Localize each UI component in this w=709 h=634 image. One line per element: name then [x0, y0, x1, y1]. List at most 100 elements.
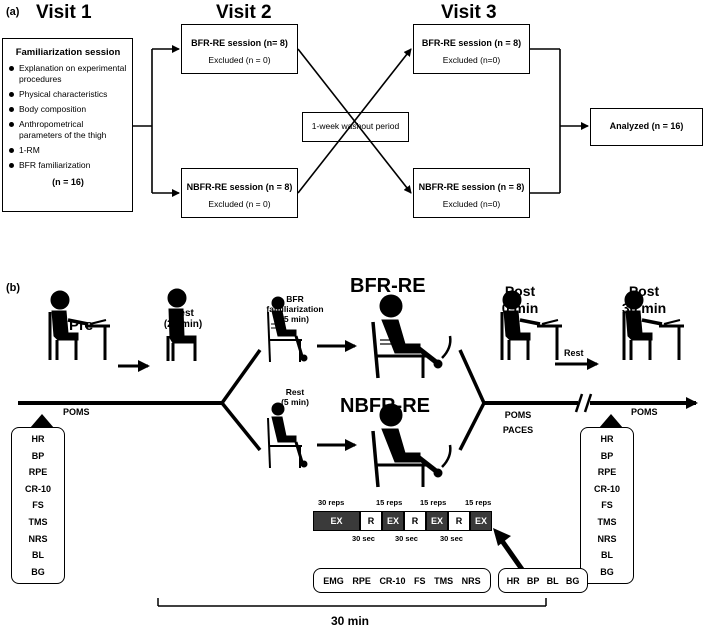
- post-0-label: Post 0 min: [490, 283, 550, 317]
- end-measure-item: HR: [506, 575, 520, 586]
- v2-nbfr-excluded: Excluded (n = 0): [208, 199, 271, 209]
- post30-person-icon: [622, 290, 684, 360]
- pre-measure-item: BL: [32, 550, 44, 561]
- rest-20-line1: Rest: [172, 308, 194, 319]
- reps-label: 30 reps: [318, 498, 345, 507]
- end-measure-item: BL: [546, 575, 559, 586]
- v2-bfr-excluded: Excluded (n = 0): [208, 55, 271, 65]
- rest-segment: R: [360, 511, 382, 531]
- rest-segment: R: [404, 511, 426, 531]
- analyzed-box: Analyzed (n = 16): [590, 108, 703, 146]
- pre-measure-item: TMS: [28, 516, 48, 527]
- washout-label: 1-week washout period: [311, 121, 400, 131]
- v2-nbfr-title: NBFR-RE session (n = 8): [186, 182, 293, 192]
- v2-bfr-title: BFR-RE session (n= 8): [191, 38, 288, 48]
- duration-label: 30 min: [330, 614, 369, 628]
- pre-measure-item: HR: [31, 434, 45, 444]
- post30-measure-item: TMS: [597, 516, 617, 527]
- exercise-segment: EX: [382, 511, 404, 531]
- bfr-familiarization-icon: [267, 296, 308, 363]
- panel-b-label: (b): [6, 282, 21, 294]
- rest-chair-icon: [267, 402, 308, 469]
- post30-measure-item: RPE: [597, 467, 617, 478]
- panel-a-connectors: [133, 45, 589, 197]
- post30-measure-item: NRS: [597, 533, 617, 544]
- post30-measure-item: FS: [601, 500, 613, 511]
- post0-measures: POMS PACES: [494, 408, 542, 438]
- bfr-fam-line2: familiarization: [266, 304, 324, 314]
- during-measure-item: EMG: [323, 575, 344, 586]
- nbfr-title: NBFR-RE: [340, 395, 430, 417]
- pre-person-icon: [48, 290, 110, 360]
- v2-bfr-box: BFR-RE session (n= 8) Excluded (n = 0): [181, 24, 298, 74]
- visit-2-heading: Visit 2: [216, 2, 272, 23]
- familiarization-item: Physical characteristics: [9, 89, 127, 100]
- post30-measures-box: HR BP RPE CR-10 FS TMS NRS BL BG: [580, 427, 634, 584]
- end-measures-box: HR BP BL BG: [498, 568, 588, 593]
- washout-box: 1-week washout period: [302, 112, 409, 142]
- exercise-segment: EX: [470, 511, 492, 531]
- bfr-fam-line1: BFR: [286, 294, 304, 304]
- during-measure-item: FS: [414, 575, 426, 586]
- v3-bfr-box: BFR-RE session (n = 8) Excluded (n=0): [413, 24, 530, 74]
- during-measures-box: EMG RPE CR-10 FS TMS NRS: [313, 568, 491, 593]
- post-30-line1: Post: [628, 283, 660, 299]
- bfr-title: BFR-RE: [350, 275, 426, 297]
- protocol-bar: EX R EX R EX R EX: [313, 511, 492, 531]
- post30-measure-item: BL: [601, 550, 613, 561]
- visit-3-heading: Visit 3: [441, 2, 497, 23]
- familiarization-item: Body composition: [9, 104, 127, 115]
- during-measure-item: CR-10: [379, 575, 406, 586]
- rest-5-label: Rest (5 min): [270, 387, 320, 407]
- rest-person-icon: [166, 288, 197, 361]
- exercise-segment: EX: [313, 511, 360, 531]
- post-0-line2: 0 min: [501, 300, 539, 316]
- post-30-line2: 30 min: [621, 300, 667, 316]
- panel-a-label: (a): [6, 6, 20, 18]
- familiarization-item: Explanation on experimental procedures: [9, 63, 127, 85]
- pre-label: Pre: [69, 317, 94, 334]
- rest-time-label: 30 sec: [440, 534, 463, 543]
- post-30-label: Post 30 min: [612, 283, 676, 317]
- rest-20-line2: (20 min): [163, 319, 203, 330]
- rest-arrow-label: Rest: [564, 348, 584, 358]
- familiarization-title: Familiarization session: [15, 47, 121, 58]
- exercise-segment: EX: [426, 511, 448, 531]
- v3-nbfr-excluded: Excluded (n=0): [442, 199, 501, 209]
- post0-person-icon: [500, 290, 562, 360]
- familiarization-item: 1-RM: [9, 145, 127, 156]
- post30-measure-item: BP: [600, 450, 614, 461]
- rest-segment: R: [448, 511, 470, 531]
- familiarization-n: (n = 16): [52, 177, 84, 187]
- bfr-fam-line3: (5 min): [281, 314, 309, 324]
- v3-bfr-title: BFR-RE session (n = 8): [421, 38, 522, 48]
- end-measure-item: BG: [565, 575, 580, 586]
- reps-label: 15 reps: [465, 498, 492, 507]
- post-0-line1: Post: [504, 283, 536, 299]
- visit-1-heading: Visit 1: [36, 2, 92, 23]
- during-measure-item: TMS: [434, 575, 454, 586]
- bfr-familiarization-label: BFR familiarization (5 min): [260, 294, 330, 324]
- analyzed-label: Analyzed (n = 16): [609, 121, 684, 131]
- rest-time-label: 30 sec: [352, 534, 375, 543]
- end-measure-item: BP: [526, 575, 540, 586]
- rest-5-line2: (5 min): [281, 397, 309, 407]
- post30-measure-item: CR-10: [593, 483, 620, 494]
- reps-label: 15 reps: [376, 498, 403, 507]
- v2-nbfr-box: NBFR-RE session (n = 8) Excluded (n = 0): [181, 168, 298, 218]
- rest-20-label: Rest (20 min): [158, 308, 208, 330]
- familiarization-item: BFR familiarization: [9, 160, 127, 171]
- pre-poms-label: POMS: [63, 407, 90, 417]
- bfr-exercise-icon: [371, 294, 452, 379]
- pre-measure-item: BP: [31, 450, 45, 461]
- v3-nbfr-title: NBFR-RE session (n = 8): [418, 182, 525, 192]
- post0-poms: POMS: [504, 410, 532, 420]
- during-measure-item: NRS: [461, 575, 481, 586]
- reps-label: 15 reps: [420, 498, 447, 507]
- v3-bfr-excluded: Excluded (n=0): [442, 55, 501, 65]
- pre-measure-item: BG: [31, 566, 45, 577]
- during-measure-item: RPE: [352, 575, 371, 586]
- post30-measure-item: BG: [600, 566, 614, 577]
- pre-measure-item: RPE: [28, 467, 48, 478]
- pre-measure-item: FS: [32, 500, 44, 511]
